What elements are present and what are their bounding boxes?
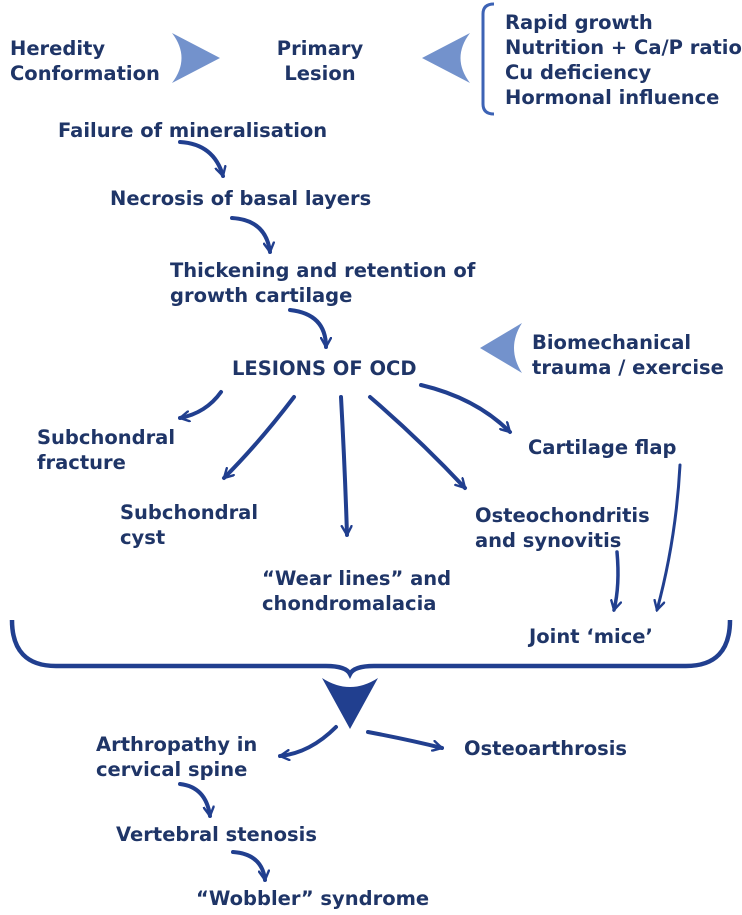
arrow-arthropathy-stenosis bbox=[178, 782, 210, 816]
arthropathy-node: Arthropathy in cervical spine bbox=[96, 733, 258, 781]
heredity-label: Heredity bbox=[10, 37, 106, 60]
curly-brace bbox=[9, 619, 733, 680]
lesions-of-ocd-node: LESIONS OF OCD bbox=[232, 357, 417, 380]
arrow-to-subchondral-fracture bbox=[180, 390, 223, 418]
arrow-thickening-lesions bbox=[288, 308, 326, 347]
subchondral-cyst-node: Subchondral cyst bbox=[120, 501, 259, 549]
necrosis-node: Necrosis of basal layers bbox=[110, 187, 372, 210]
factors-bracket bbox=[481, 2, 495, 116]
conformation-label: Conformation bbox=[10, 62, 160, 85]
arrow-failure-necrosis bbox=[178, 140, 223, 176]
factor-item: Hormonal influence bbox=[505, 86, 720, 109]
cartilage-flap-node: Cartilage flap bbox=[528, 436, 677, 459]
contributing-factors-list: Rapid growth Nutrition + Ca/P ratio Cu d… bbox=[505, 10, 742, 110]
failure-of-mineralisation-node: Failure of mineralisation bbox=[58, 119, 328, 142]
chevron-left-biomech-icon bbox=[480, 323, 522, 373]
arrow-necrosis-thickening bbox=[230, 216, 270, 252]
arrow-to-osteoarthrosis bbox=[366, 730, 442, 748]
wobbler-syndrome-node: “Wobbler” syndrome bbox=[196, 887, 430, 910]
arrow-to-wear-lines bbox=[339, 395, 347, 535]
osteoarthrosis-node: Osteoarthrosis bbox=[464, 737, 628, 760]
arrow-osteo-to-mice bbox=[614, 550, 618, 610]
thickening-node: Thickening and retention of growth carti… bbox=[170, 259, 476, 307]
arrow-flap-to-mice bbox=[657, 463, 682, 610]
vertebral-stenosis-node: Vertebral stenosis bbox=[116, 823, 317, 846]
arrow-to-arthropathy bbox=[280, 725, 338, 756]
factor-item: Rapid growth bbox=[505, 11, 653, 34]
osteochondritis-node: Osteochondritis and synovitis bbox=[475, 504, 650, 552]
primary-lesion-node: Primary Lesion bbox=[276, 37, 364, 85]
chevron-right-icon bbox=[172, 33, 220, 83]
factor-item: Cu deficiency bbox=[505, 61, 652, 84]
arrow-to-osteochondritis bbox=[368, 395, 467, 490]
arrow-to-subchondral-cyst bbox=[222, 395, 296, 480]
arrow-to-cartilage-flap bbox=[419, 383, 512, 434]
factor-item: Nutrition + Ca/P ratio bbox=[505, 36, 742, 59]
chevron-down-icon bbox=[322, 678, 378, 729]
joint-mice-node: Joint ‘mice’ bbox=[529, 625, 653, 648]
chevron-left-icon bbox=[422, 33, 470, 83]
biomechanical-trauma-node: Biomechanical trauma / exercise bbox=[532, 331, 724, 379]
arrow-stenosis-wobbler bbox=[231, 850, 265, 880]
subchondral-fracture-node: Subchondral fracture bbox=[37, 426, 176, 474]
heredity-conformation-node: Heredity Conformation bbox=[10, 36, 160, 86]
wear-lines-node: “Wear lines” and chondromalacia bbox=[262, 567, 452, 615]
